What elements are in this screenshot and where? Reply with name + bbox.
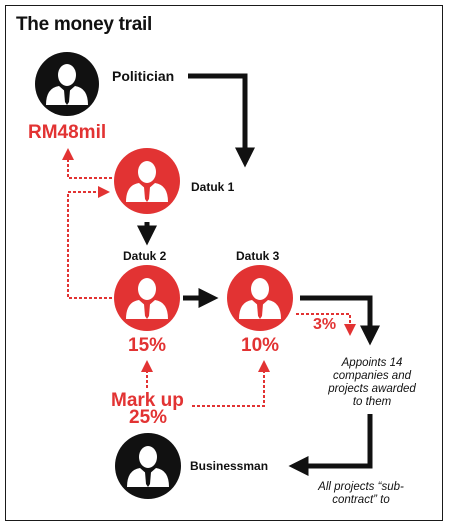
cut-percentage: 3%: [313, 316, 337, 333]
diagram-frame: [5, 5, 443, 521]
subcontract-note: All projects “sub-contract” to: [318, 481, 404, 506]
arrow-appoints-to-businessman: [288, 414, 373, 476]
datuk2-label: Datuk 2: [123, 249, 167, 263]
appoints-note: Appoints 14 companies and projects award…: [328, 357, 416, 408]
arrow-datuk3-to-appoints: [300, 295, 380, 346]
person-silhouette-icon: [46, 64, 88, 105]
businessman-label: Businessman: [190, 459, 269, 473]
politician-avatar: [35, 52, 99, 116]
datuk3-percentage: 10%: [241, 335, 280, 356]
red-flow-datuk1-to-rm48mil: [62, 148, 112, 179]
datuk2-avatar: [114, 265, 180, 331]
red-flow-markup-to-datuk3: [192, 360, 270, 407]
politician-label: Politician: [112, 68, 175, 84]
person-silhouette-icon: [127, 446, 169, 487]
person-silhouette-icon: [126, 278, 168, 319]
datuk1-label: Datuk 1: [191, 180, 235, 194]
red-flow-datuk3-to-cut: [296, 313, 356, 336]
datuk3-label: Datuk 3: [236, 249, 280, 263]
businessman-avatar: [115, 433, 181, 499]
person-silhouette-icon: [126, 161, 168, 202]
markup-percentage: 25%: [129, 407, 168, 428]
page-title: The money trail: [16, 14, 152, 35]
datuk2-percentage: 15%: [128, 335, 167, 356]
markup-label: Mark up: [111, 390, 184, 411]
datuk3-avatar: [227, 265, 293, 331]
person-silhouette-icon: [239, 278, 281, 319]
arrow-politician-to-datuk1: [188, 73, 255, 168]
datuk1-avatar: [114, 148, 180, 214]
red-flow-datuk2-to-datuk1: [67, 186, 112, 299]
rm48mil-amount: RM48mil: [28, 122, 107, 143]
